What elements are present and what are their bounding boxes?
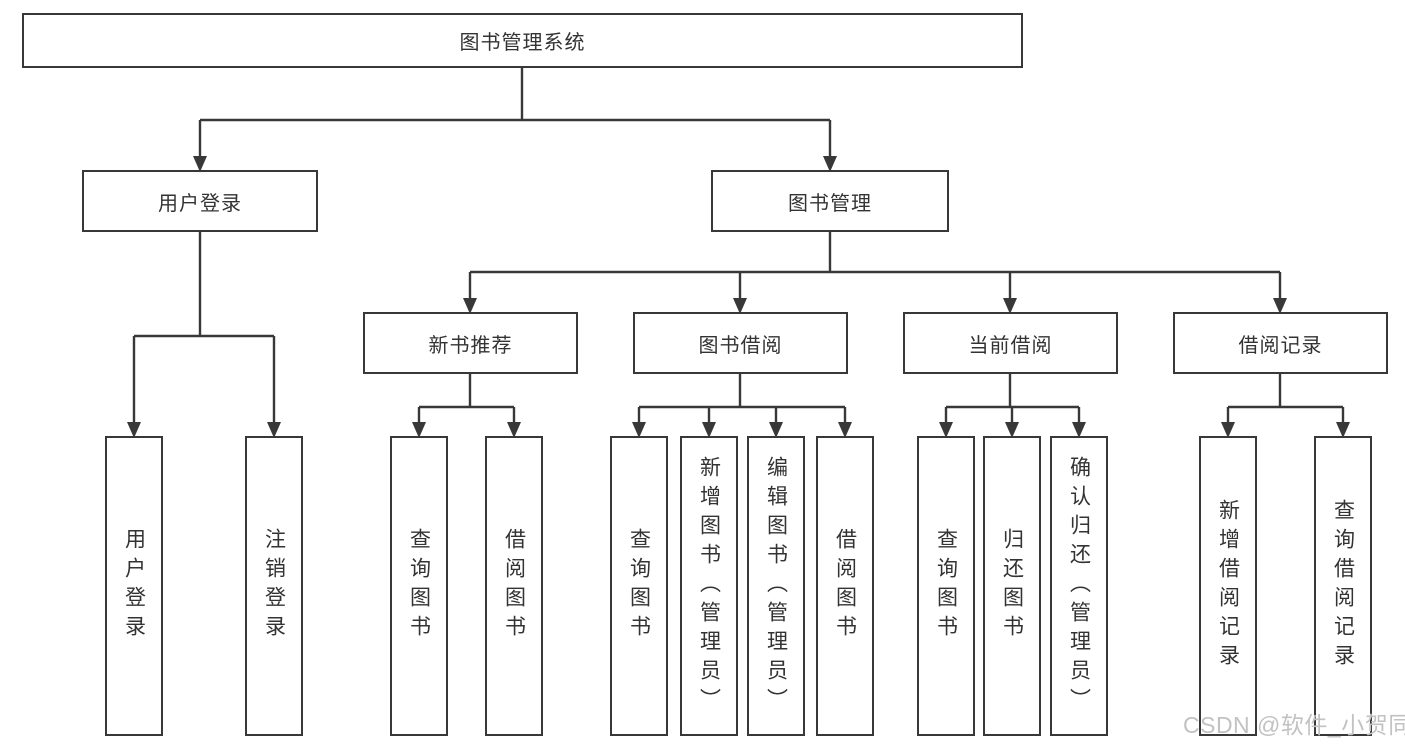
leaf-records-query-record: 查询借阅记录 <box>1314 436 1372 736</box>
leaf-borrow-query-book: 查询图书 <box>610 436 668 736</box>
leaf-current-query-book: 查询图书 <box>917 436 975 736</box>
node-current-borrow: 当前借阅 <box>903 312 1118 374</box>
node-borrow-records: 借阅记录 <box>1173 312 1388 374</box>
leaf-logout: 注销登录 <box>245 436 303 736</box>
node-new-book-recommend: 新书推荐 <box>363 312 578 374</box>
node-book-borrow: 图书借阅 <box>633 312 848 374</box>
leaf-records-add-record: 新增借阅记录 <box>1199 436 1257 736</box>
node-user-login: 用户登录 <box>82 170 318 232</box>
node-book-management: 图书管理 <box>711 170 949 232</box>
leaf-current-confirm-return-admin: 确认归还（管理员） <box>1050 436 1108 736</box>
arrowheads <box>127 156 1350 438</box>
leaf-user-login: 用户登录 <box>105 436 163 736</box>
leaf-borrow-borrow-book: 借阅图书 <box>816 436 874 736</box>
leaf-borrow-edit-book-admin: 编辑图书（管理员） <box>747 436 805 736</box>
node-root-system: 图书管理系统 <box>22 13 1023 68</box>
leaf-recommend-query-book: 查询图书 <box>390 436 448 736</box>
leaf-borrow-add-book-admin: 新增图书（管理员） <box>680 436 738 736</box>
leaf-recommend-borrow-book: 借阅图书 <box>485 436 543 736</box>
leaf-current-return-book: 归还图书 <box>983 436 1041 736</box>
